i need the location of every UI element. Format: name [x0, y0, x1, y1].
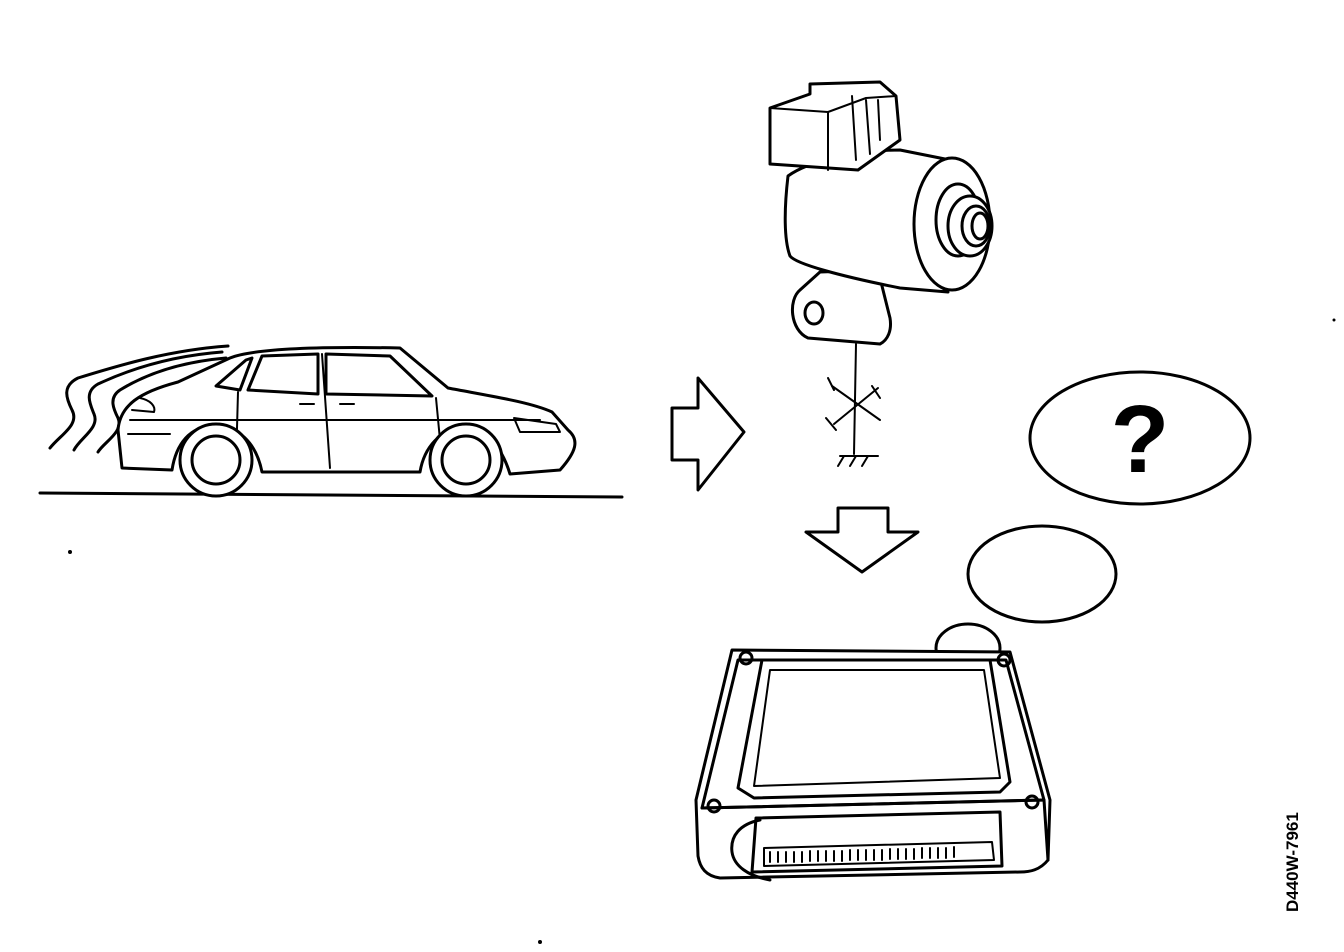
module-lid — [736, 658, 1012, 800]
car-window-rear-door — [246, 352, 320, 396]
module-connector-pins — [763, 841, 995, 867]
car-front-wheel — [428, 422, 504, 498]
connector-clip — [730, 818, 772, 882]
screw-top-left — [738, 650, 754, 666]
car-window-front-door — [324, 352, 434, 398]
screw-top-right — [996, 652, 1012, 668]
car-rear-wheel — [178, 422, 254, 498]
car-rear-window — [214, 356, 254, 392]
connector-top-edge — [827, 95, 897, 113]
solenoid-bracket — [790, 268, 892, 346]
right-arrow — [670, 376, 746, 492]
module-housing — [694, 648, 1052, 880]
thought-bubble-large — [1028, 370, 1252, 506]
figure-id: D440W-7961 — [1283, 812, 1302, 912]
ground-wire — [853, 343, 857, 455]
ground-line — [38, 491, 624, 499]
thought-bubble-text: ? — [1111, 386, 1170, 493]
broken-connection-icon — [825, 343, 881, 455]
motion-lines — [48, 344, 230, 454]
ground-symbol-icon — [837, 455, 879, 467]
bracket-hole — [803, 300, 825, 326]
control-module-icon — [694, 648, 1052, 882]
module-lid-inner — [753, 669, 1001, 787]
module-connector — [750, 810, 1004, 874]
connector-pin-row — [769, 846, 955, 863]
screw-bottom-right — [1024, 794, 1040, 810]
car-details — [127, 353, 561, 469]
scan-specks — [68, 318, 1336, 944]
down-arrow — [804, 506, 920, 574]
screw-bottom-left — [706, 798, 722, 814]
connector-latch — [851, 95, 881, 161]
solenoid-valve-icon — [768, 80, 994, 346]
moving-car-icon — [38, 344, 624, 499]
thought-bubble-medium — [966, 524, 1118, 624]
break-mark-dots — [825, 377, 881, 431]
break-mark — [831, 385, 881, 425]
module-front-edge — [700, 798, 1050, 862]
